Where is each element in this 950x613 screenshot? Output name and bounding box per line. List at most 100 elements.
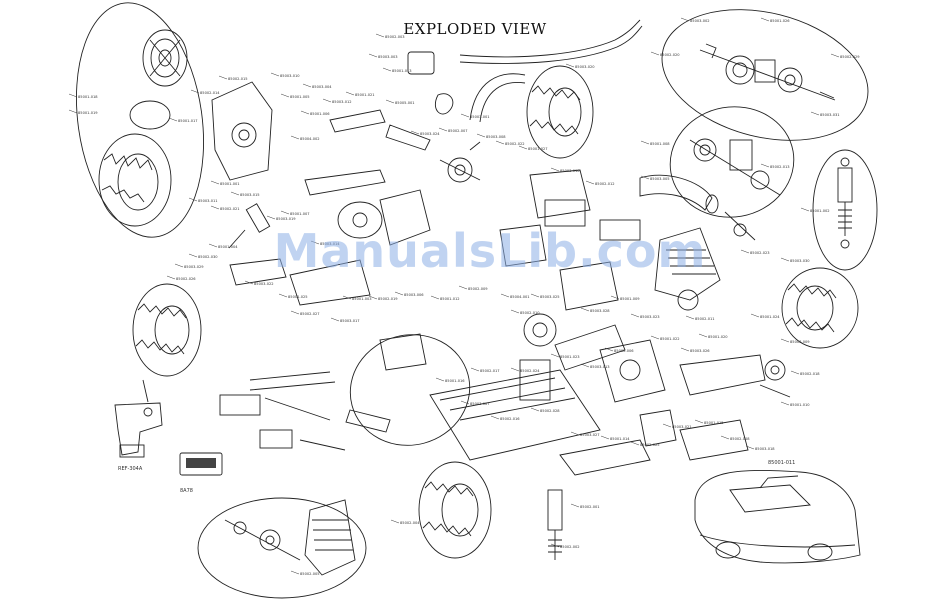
leader-line [600, 435, 610, 440]
differential-gear-icon [699, 43, 836, 101]
tire-icon [418, 461, 492, 559]
leader-line [188, 253, 198, 258]
part-number-callout: 85001-002 [810, 209, 830, 213]
leader-line [720, 435, 730, 440]
detail-oval-front-wheel [75, 2, 205, 238]
leader-line [345, 91, 355, 96]
leader-line [680, 17, 690, 22]
leader-line [470, 367, 480, 372]
leader-line [300, 110, 310, 115]
tire-icon [98, 133, 172, 227]
part-number-callout: 85002-010 [520, 311, 540, 315]
leader-line [290, 570, 300, 575]
transmitter-label: REF-304A [118, 466, 143, 472]
part-number-callout: 85002-004 [400, 521, 420, 525]
part-number-callout: 85003-012 [332, 100, 352, 104]
leader-line [680, 347, 690, 352]
part-number-callout: 85003-029 [184, 265, 204, 269]
part-number-callout: 85003-030 [790, 259, 810, 263]
leader-line [518, 145, 528, 150]
part-number-callout: 85003-006 [404, 293, 424, 297]
part-number-callout: 85001-009 [620, 297, 640, 301]
leader-line [368, 295, 378, 300]
part-number-callout: 85005-001 [395, 101, 415, 105]
leader-line [830, 53, 840, 58]
exhaust-pipe-icon [639, 174, 756, 241]
leader-line [435, 377, 445, 382]
part-number-callout: 85001-019 [78, 111, 98, 115]
leader-line [460, 113, 470, 118]
part-number-callout: 85002-015 [228, 77, 248, 81]
part-number-callout: 85001-008 [650, 142, 670, 146]
leader-line [694, 419, 704, 424]
leader-line [278, 293, 288, 298]
part-number-callout: 85003-027 [580, 433, 600, 437]
part-number-callout: 85002-025 [640, 443, 660, 447]
clutch-assembly-icon [689, 138, 781, 196]
leader-line [174, 263, 184, 268]
leader-line [218, 75, 228, 80]
receiver-label: 8A78 [180, 488, 193, 494]
servo-linkage-icon [219, 333, 427, 451]
part-number-callout: 85003-007 [470, 402, 490, 406]
part-number-callout: 85001-007 [290, 212, 310, 216]
part-number-callout: 85003-028 [590, 309, 610, 313]
part-number-callout: 85001-020 [708, 335, 728, 339]
leader-line [630, 313, 640, 318]
leader-line [570, 503, 580, 508]
part-number-callout: 85002-005 [300, 572, 320, 576]
part-number-callout: 85003-019 [276, 217, 296, 221]
part-number-callout: 85003-023 [640, 315, 660, 319]
leader-line [650, 51, 660, 56]
part-number-callout: 85001-012 [440, 297, 460, 301]
leader-line [280, 210, 290, 215]
leader-line [438, 127, 448, 132]
leader-line [810, 111, 820, 116]
part-number-callout: 85001-003 [352, 297, 372, 301]
wheel-insert-icon [129, 100, 171, 130]
leader-line [580, 363, 590, 368]
leader-line [322, 98, 332, 103]
center-diff-icon [519, 324, 626, 401]
part-number-callout: 85004-002 [300, 137, 320, 141]
detail-oval-servo [349, 334, 471, 446]
leader-line [550, 353, 560, 358]
leader-line [610, 295, 620, 300]
part-number-callout: 85001-023 [560, 355, 580, 359]
part-number-callout: 85003-008 [486, 135, 506, 139]
chassis-plate-icon [429, 369, 601, 461]
leader-line [760, 163, 770, 168]
front-gearbox-icon [337, 189, 431, 246]
leader-line [570, 431, 580, 436]
leader-line [650, 335, 660, 340]
wheel-rim-icon [142, 29, 188, 87]
leader-line [342, 295, 352, 300]
air-filter-icon [407, 51, 435, 75]
leader-line [430, 295, 440, 300]
rear-gearbox-icon [599, 339, 666, 403]
part-number-callout: 85002-001 [580, 505, 600, 509]
leader-lines [68, 17, 840, 575]
part-number-callout: 85003-022 [254, 282, 274, 286]
part-number-callout: 85003-010 [280, 74, 300, 78]
fuel-cap-icon [434, 93, 454, 115]
leader-line [510, 309, 520, 314]
leader-line [210, 205, 220, 210]
receiver-icon [179, 452, 223, 476]
part-number-callout: 85004-001 [510, 295, 530, 299]
leader-line [168, 117, 178, 122]
leader-line [550, 543, 560, 548]
detail-oval-shock [812, 149, 878, 271]
leader-line [190, 89, 200, 94]
part-number-callout: 85002-027 [300, 312, 320, 316]
clutch-bell-icon [523, 313, 557, 347]
part-number-callout: 85003-026 [690, 349, 710, 353]
leader-line [230, 191, 240, 196]
leader-line [510, 367, 520, 372]
part-number-callout: 85002-024 [520, 369, 540, 373]
leader-line [780, 338, 790, 343]
part-number-callout: 85001-017 [178, 119, 198, 123]
engine-icon [599, 219, 721, 311]
part-number-callout: 85002-028 [540, 409, 560, 413]
